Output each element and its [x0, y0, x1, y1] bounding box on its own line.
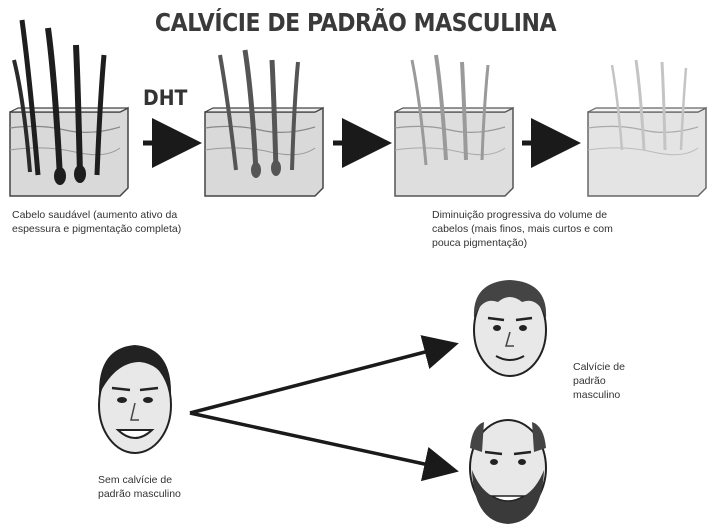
caption-healthy-hair: Cabelo saudável (aumento ativo da espess… [12, 209, 182, 235]
face-bald-bearded [469, 419, 547, 524]
follicle-stage-4 [587, 59, 707, 197]
follicle-stage-1 [9, 19, 129, 197]
arrow-to-bald-bearded [189, 411, 459, 482]
follicle-stage-3 [394, 54, 514, 197]
caption-progressive-thinning: Diminuição progressiva do volume de cabe… [432, 209, 613, 249]
arrow-to-baldness [189, 335, 459, 415]
follicle-stage-2 [204, 49, 324, 197]
caption-without-baldness: Sem calvície de padrão masculino [98, 474, 181, 500]
face-receding-hairline [473, 280, 547, 377]
caption-with-baldness: Calvície de padrão masculino [573, 361, 625, 401]
dht-label: DHT [143, 86, 188, 110]
face-without-baldness [98, 345, 172, 454]
diagram-title: CALVÍCIE DE PADRÃO MASCULINA [154, 8, 557, 37]
